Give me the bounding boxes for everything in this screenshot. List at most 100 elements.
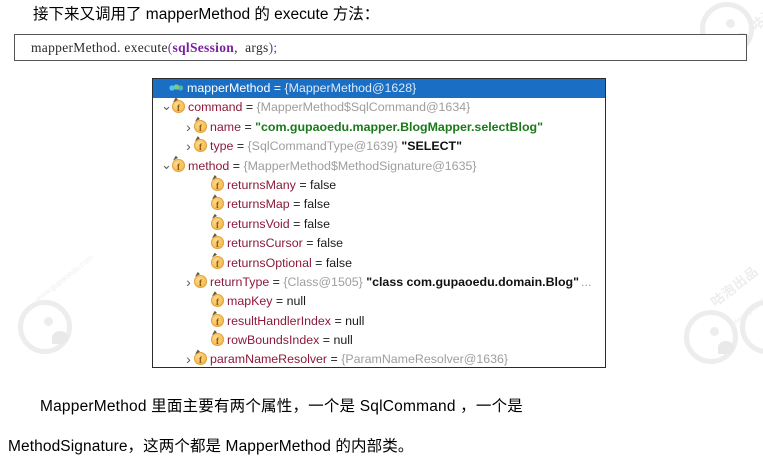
debugger-row[interactable]: returnsMap = false [153,195,605,216]
chevron-down-icon[interactable]: ⌄ [161,98,172,114]
field-icon [172,99,185,119]
chevron-placeholder-icon [200,331,211,350]
debugger-field-name: mapperMethod [187,81,271,95]
chevron-placeholder-icon [200,292,211,311]
debugger-field-name: returnsMap [227,197,290,212]
debugger-field-value: false [310,177,337,192]
watermark-text: 咕泡出品 [707,263,762,310]
debugger-row[interactable]: mapperMethod = {MapperMethod@1628} [153,79,605,99]
debugger-field-value: null [345,313,365,328]
debugger-row[interactable]: ›paramNameResolver = {ParamNameResolver@… [153,350,605,368]
field-icon [194,119,207,138]
code-prefix: mapperMethod. execute [31,40,168,55]
debugger-field-value: false [303,197,330,212]
debugger-field-value: "class com.gupaoedu.domain.Blog" [366,274,580,289]
code-snippet-text: mapperMethod. execute(sqlSession, args); [31,40,277,56]
debugger-object-reference: {SqlCommandType@1639} [247,139,398,154]
chevron-placeholder-icon [200,254,211,273]
chevron-right-icon[interactable]: › [186,351,191,368]
debugger-field-value: "com.gupaoedu.mapper.BlogMapper.selectBl… [255,119,543,134]
chevron-placeholder-icon [200,176,211,195]
debugger-object-reference: {Class@1505} [283,274,363,289]
debugger-row[interactable]: mapKey = null [153,292,605,313]
debugger-field-name: type [210,139,234,154]
chevron-right-icon[interactable]: › [186,273,191,290]
chevron-placeholder-icon [200,215,211,234]
debugger-row[interactable]: rowBoundsIndex = null [153,331,605,351]
watermark-subtext: www.gupaoedu.com [32,252,96,305]
code-paren-close: ) [268,40,274,55]
body-paragraph-line-1: MapperMethod 里面主要有两个属性，一个是 SqlCommand ，一… [40,398,523,415]
debugger-equals: = [311,255,326,270]
code-arg-sqlsession: sqlSession [172,40,235,55]
debugger-row[interactable]: returnsVoid = false [153,215,605,235]
debugger-equals: = [327,352,342,367]
debugger-row[interactable]: ›type = {SqlCommandType@1639} "SELECT" [153,137,605,158]
chevron-placeholder-icon [200,312,211,331]
chevron-down-icon[interactable]: ⌄ [161,156,172,172]
watermark-dot-icon [44,317,53,326]
debugger-field-name: returnsOptional [227,255,312,270]
debugger-field-value: false [325,255,353,270]
debugger-equals: = [229,158,244,173]
watermark-ring-icon [18,300,72,354]
debugger-field-name: mapKey [227,294,273,309]
debugger-field-value: false [316,236,344,251]
debugger-row[interactable]: resultHandlerIndex = null [153,312,605,332]
watermark-text: 咕泡出品 [747,0,763,34]
code-arg-args: args [245,40,269,55]
code-snippet-box: mapperMethod. execute(sqlSession, args); [14,34,747,61]
watermark-ring-icon [740,300,763,354]
debugger-field-value: null [286,294,306,309]
debugger-equals: = [331,313,346,328]
chevron-right-icon[interactable]: › [186,138,191,155]
debugger-field-name: name [210,119,241,134]
field-icon [211,255,224,274]
debugger-row[interactable]: › name = "com.gupaoedu.mapper.BlogMapper.… [153,118,605,138]
debugger-object-reference: {MapperMethod$MethodSignature@1635} [243,158,477,173]
watermark-dot-icon [726,19,735,28]
debugger-object-reference: {ParamNameResolver@1636} [341,352,509,367]
debugger-equals: = [272,294,287,309]
debugger-row[interactable]: returnsCursor = false [153,234,605,255]
debugger-row[interactable]: › returnType = {Class@1505} "class com.gu… [153,273,605,293]
debugger-field-name: returnsCursor [227,236,303,251]
debugger-field-name: returnType [210,274,270,289]
debugger-field-name: rowBoundsIndex [227,333,320,348]
chevron-placeholder-icon [200,195,211,214]
debugger-equals: = [233,139,248,154]
debugger-row[interactable]: ⌄method = {MapperMethod$MethodSignature@… [153,156,605,177]
debugger-equals: = [289,197,304,212]
debugger-row[interactable]: returnsMany = false [153,176,605,196]
field-icon [194,351,207,367]
variables-group-icon [169,82,183,94]
field-icon [211,293,224,313]
code-separator: , [234,40,246,55]
debugger-field-value: null [333,333,353,348]
debugger-field-name: returnsVoid [227,216,290,231]
debugger-equals: = [269,274,284,289]
chevron-placeholder-icon [200,234,211,253]
field-icon [194,138,207,158]
body-paragraph-line-2: MethodSignature，这两个都是 MapperMethod 的内部类。 [8,438,414,455]
debugger-object-reference: {MapperMethod$SqlCommand@1634} [256,100,471,115]
debugger-equals: = [295,177,310,192]
field-icon [211,196,224,216]
debugger-row[interactable]: ⌄command = {MapperMethod$SqlCommand@1634… [153,98,605,119]
debugger-variables-panel[interactable]: mapperMethod = {MapperMethod@1628}⌄comma… [152,78,606,368]
debugger-equals: = [289,216,304,231]
debugger-equals: = [241,119,256,134]
debugger-equals: = [302,236,317,251]
debugger-field-value: false [303,216,330,231]
field-icon [194,274,207,293]
debugger-object-reference: {MapperMethod@1628} [284,81,417,95]
watermark-tail-icon [718,341,734,354]
field-icon [172,158,185,177]
chevron-right-icon[interactable]: › [186,118,191,135]
field-icon [211,313,224,332]
debugger-row[interactable]: returnsOptional = false [153,254,605,274]
intro-paragraph: 接下来又调用了 mapperMethod 的 execute 方法： [33,6,380,23]
debugger-equals: = [242,100,257,115]
debugger-equals: = [319,333,334,348]
debugger-field-name: resultHandlerIndex [227,313,332,328]
